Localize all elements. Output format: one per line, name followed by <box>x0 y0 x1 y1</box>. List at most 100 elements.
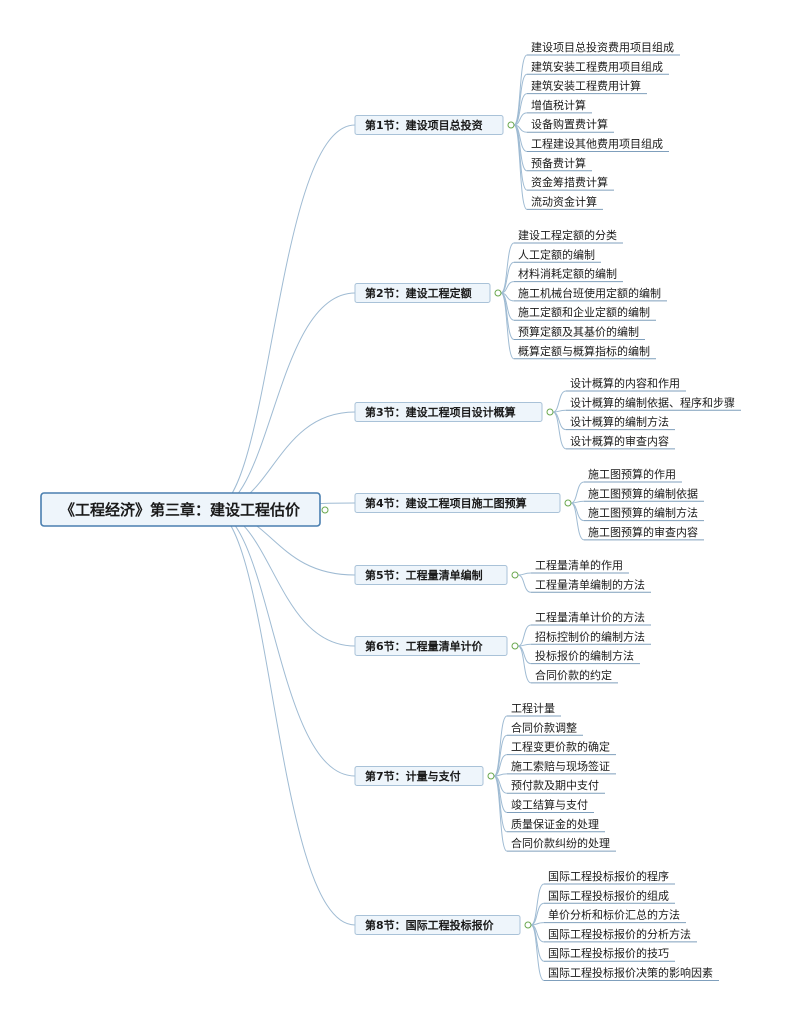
root-collapse-toggle[interactable] <box>321 506 329 514</box>
section-collapse-toggle[interactable] <box>511 642 519 650</box>
leaf-node[interactable]: 投标报价的编制方法 <box>531 649 640 665</box>
leaf-node[interactable]: 合同价款的约定 <box>531 668 618 684</box>
section-node-label: 第6节：工程量清单计价 <box>365 639 484 653</box>
leaf-node[interactable]: 增值税计算 <box>527 98 592 114</box>
section-node[interactable]: 第1节：建设项目总投资 <box>354 115 504 135</box>
leaf-node[interactable]: 资金筹措费计算 <box>527 175 614 191</box>
section-leaf-connector <box>517 572 532 576</box>
leaf-node[interactable]: 工程变更价款的确定 <box>507 740 616 756</box>
leaf-node[interactable]: 国际工程投标报价的程序 <box>544 869 675 885</box>
leaf-node-label: 竣工结算与支付 <box>511 798 588 812</box>
section-leaf-connector <box>517 645 532 684</box>
leaf-node-label: 预备费计算 <box>531 156 586 170</box>
section-node-box <box>354 115 504 135</box>
leaf-node[interactable]: 人工定额的编制 <box>514 247 601 263</box>
leaf-node[interactable]: 建筑安装工程费用项目组成 <box>527 59 669 75</box>
leaf-node[interactable]: 施工图预算的审查内容 <box>584 525 704 541</box>
leaf-node[interactable]: 设计概算的编制依据、程序和步骤 <box>566 395 741 411</box>
leaf-node[interactable]: 工程量清单计价的方法 <box>531 610 651 626</box>
root-section-connector <box>211 509 356 777</box>
section-node[interactable]: 第8节：国际工程投标报价 <box>354 915 521 935</box>
section-leaf-connector <box>500 261 515 294</box>
section-node[interactable]: 第7节：计量与支付 <box>354 766 484 786</box>
leaf-node-label: 施工图预算的作用 <box>588 467 676 481</box>
leaf-node[interactable]: 建设项目总投资费用项目组成 <box>527 40 680 56</box>
section-leaf-connector <box>517 645 532 665</box>
leaf-node[interactable]: 建设工程定额的分类 <box>514 228 623 244</box>
section-node[interactable]: 第5节：工程量清单编制 <box>354 565 508 585</box>
section-collapse-toggle[interactable] <box>487 772 495 780</box>
section-node[interactable]: 第6节：工程量清单计价 <box>354 636 508 656</box>
leaf-node[interactable]: 工程计量 <box>507 702 561 717</box>
section-collapse-toggle[interactable] <box>494 289 502 297</box>
leaf-node[interactable]: 流动资金计算 <box>527 194 603 210</box>
root-node[interactable]: 《工程经济》第三章：建设工程估价 <box>40 492 321 527</box>
leaf-node[interactable]: 概算定额与概算指标的编制 <box>514 344 656 360</box>
leaf-node-label: 国际工程投标报价的组成 <box>548 888 669 902</box>
leaf-node[interactable]: 设计概算的内容和作用 <box>566 376 686 392</box>
leaf-node[interactable]: 施工图预算的编制方法 <box>584 506 704 522</box>
section-leaf-connector <box>530 924 545 981</box>
leaf-node[interactable]: 设计概算的编制方法 <box>566 415 675 431</box>
leaf-node[interactable]: 合同价款纠纷的处理 <box>507 836 616 852</box>
section-collapse-toggle[interactable] <box>511 571 519 579</box>
leaf-node[interactable]: 设计概算的审查内容 <box>566 434 675 450</box>
leaf-node[interactable]: 工程建设其他费用项目组成 <box>527 137 669 152</box>
section-node[interactable]: 第2节：建设工程定额 <box>354 283 491 303</box>
leaf-node-label: 设计概算的编制依据、程序和步骤 <box>570 395 735 409</box>
leaf-node-label: 资金筹措费计算 <box>531 175 608 189</box>
section-collapse-toggle[interactable] <box>524 921 532 929</box>
section-leaf-connector <box>513 124 528 210</box>
section-collapse-toggle[interactable] <box>507 121 515 129</box>
section-leaf-connector <box>493 734 508 777</box>
section-node[interactable]: 第4节：建设工程项目施工图预算 <box>354 493 561 513</box>
leaf-node[interactable]: 竣工结算与支付 <box>507 798 594 813</box>
section-node-box <box>354 636 508 656</box>
leaf-node[interactable]: 施工索赔与现场签证 <box>507 759 616 775</box>
leaf-node[interactable]: 合同价款调整 <box>507 720 583 736</box>
leaf-node[interactable]: 材料消耗定额的编制 <box>514 267 623 283</box>
section-collapse-toggle[interactable] <box>564 499 572 507</box>
leaf-node-label: 国际工程投标报价的技巧 <box>548 946 669 960</box>
leaf-node-label: 设备购置费计算 <box>531 117 608 131</box>
leaf-node[interactable]: 施工图预算的编制依据 <box>584 486 704 502</box>
leaf-node-label: 施工图预算的编制方法 <box>588 506 698 520</box>
leaf-node[interactable]: 工程量清单的作用 <box>531 558 629 574</box>
section-leaf-connector <box>530 902 545 926</box>
node-layer: 第1节：建设项目总投资 建设项目总投资费用项目组成建筑安装工程费用项目组成建筑安装… <box>354 40 741 981</box>
leaf-node-label: 建筑安装工程费用项目组成 <box>531 59 663 73</box>
leaf-node-label: 国际工程投标报价决策的影响因素 <box>548 966 713 980</box>
section-leaf-connector <box>493 754 508 777</box>
leaf-node[interactable]: 国际工程投标报价决策的影响因素 <box>544 966 719 981</box>
leaf-node-label: 施工图预算的编制依据 <box>588 486 698 500</box>
leaf-node[interactable]: 施工机械台班使用定额的编制 <box>514 286 667 302</box>
leaf-node[interactable]: 招标控制价的编制方法 <box>531 629 651 645</box>
section-leaf-connector <box>513 124 528 191</box>
leaf-node-label: 合同价款调整 <box>511 720 577 734</box>
leaf-node-label: 预付款及期中支付 <box>511 778 599 792</box>
leaf-node[interactable]: 施工图预算的作用 <box>584 467 682 483</box>
leaf-node[interactable]: 预算定额及其基价的编制 <box>514 325 645 340</box>
leaf-node[interactable]: 单价分析和标价汇总的方法 <box>544 908 686 924</box>
leaf-node[interactable]: 设备购置费计算 <box>527 117 614 133</box>
leaf-node[interactable]: 国际工程投标报价的分析方法 <box>544 927 697 943</box>
leaf-node[interactable]: 国际工程投标报价的组成 <box>544 888 675 904</box>
section-collapse-toggle[interactable] <box>546 408 554 416</box>
leaf-node-label: 国际工程投标报价的分析方法 <box>548 927 691 941</box>
leaf-node-label: 设计概算的编制方法 <box>570 415 669 429</box>
leaf-node[interactable]: 工程量清单编制的方法 <box>531 577 651 593</box>
leaf-node[interactable]: 质量保证金的处理 <box>507 817 605 833</box>
leaf-node[interactable]: 施工定额和企业定额的编制 <box>514 305 656 321</box>
section-leaf-connector <box>570 502 585 541</box>
leaf-node[interactable]: 预备费计算 <box>527 156 592 172</box>
leaf-node-label: 建设项目总投资费用项目组成 <box>531 40 674 54</box>
section-leaf-connector <box>513 112 528 126</box>
leaf-node[interactable]: 预付款及期中支付 <box>507 778 605 794</box>
section-node[interactable]: 第3节：建设工程项目设计概算 <box>354 402 543 422</box>
section-leaf-connector <box>570 481 585 504</box>
leaf-node[interactable]: 建筑安装工程费用计算 <box>527 79 647 95</box>
leaf-node-label: 合同价款纠纷的处理 <box>511 836 610 850</box>
leaf-node[interactable]: 国际工程投标报价的技巧 <box>544 946 675 962</box>
leaf-node-label: 合同价款的约定 <box>535 668 612 682</box>
